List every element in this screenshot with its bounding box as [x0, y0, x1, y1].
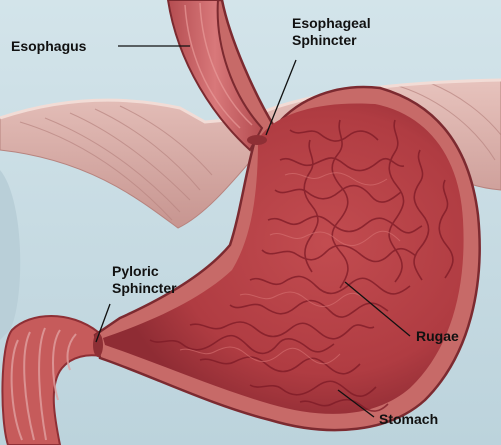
stomach-lumen [103, 103, 464, 414]
rugae-label: Rugae [416, 328, 459, 344]
pyloric-sphincter-label-line1: Pyloric [112, 263, 159, 279]
esophageal-sphincter [247, 135, 267, 145]
pyloric-sphincter [93, 333, 103, 357]
rugae-highlights [179, 172, 401, 365]
esophageal-sphincter-label-line1: Esophageal [292, 15, 371, 31]
esophagus-folds [184, 2, 253, 129]
pyloric-sphincter-leader-line [95, 303, 111, 343]
pyloric-sphincter-label-line2: Sphincter [112, 280, 177, 296]
rugae-folds [149, 119, 454, 412]
tissue-shadow [0, 170, 21, 340]
rugae-leader-line [344, 281, 411, 337]
stomach-leader-line [337, 389, 375, 418]
pyloric-sphincter-label: Pyloric Sphincter [112, 263, 177, 297]
stomach-label: Stomach [379, 411, 439, 427]
esophageal-sphincter-leader-line [265, 59, 297, 136]
esophagus-tube [166, 0, 264, 152]
esophagus-label: Esophagus [11, 38, 87, 54]
esophageal-sphincter-label-line2: Sphincter [292, 32, 357, 48]
esophageal-sphincter-label: Esophageal Sphincter [292, 15, 371, 49]
